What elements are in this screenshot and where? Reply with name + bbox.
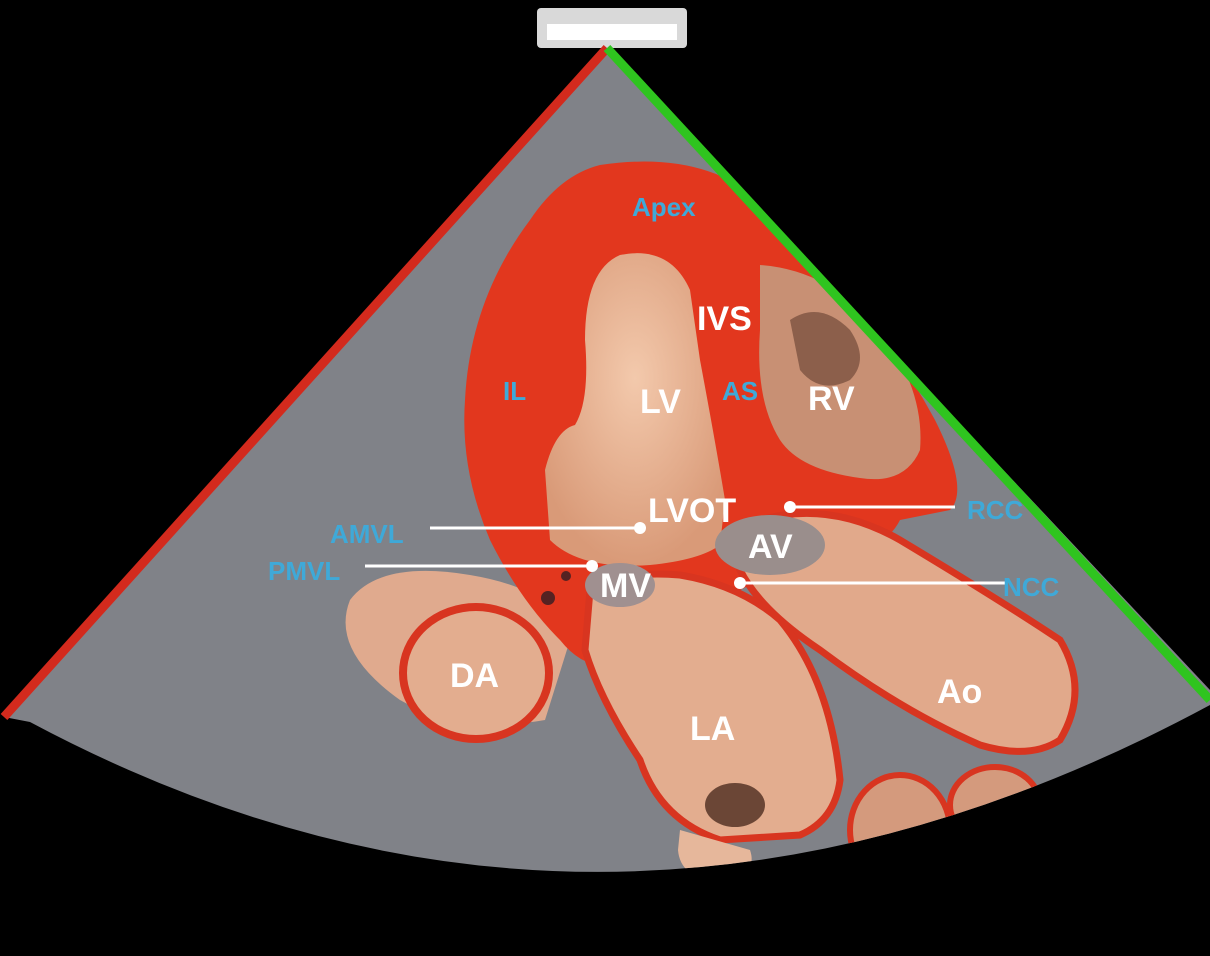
label-lv: LV — [640, 383, 681, 421]
label-ao: Ao — [937, 673, 982, 711]
probe-icon — [537, 8, 687, 48]
label-da: DA — [450, 657, 499, 695]
pm-dot-2 — [561, 571, 571, 581]
label-lvot: LVOT — [648, 492, 736, 530]
pointer-dot-rcc — [784, 501, 796, 513]
pulmonary-vein-opening — [705, 783, 765, 827]
label-ncc: NCC — [1003, 572, 1060, 602]
label-il: IL — [503, 376, 526, 406]
pointer-dot-ncc — [734, 577, 746, 589]
pointer-dot-amvl — [634, 522, 646, 534]
label-as: AS — [722, 376, 758, 406]
label-av: AV — [748, 528, 793, 566]
pointer-dot-pmvl — [586, 560, 598, 572]
label-rcc: RCC — [967, 495, 1024, 525]
label-rv: RV — [808, 380, 855, 418]
label-apex: Apex — [632, 192, 696, 222]
label-ivs: IVS — [697, 300, 752, 338]
label-amvl: AMVL — [330, 519, 404, 549]
label-mv: MV — [600, 567, 651, 605]
label-la: LA — [690, 710, 735, 748]
pm-dot-1 — [541, 591, 555, 605]
label-pmvl: PMVL — [268, 556, 340, 586]
